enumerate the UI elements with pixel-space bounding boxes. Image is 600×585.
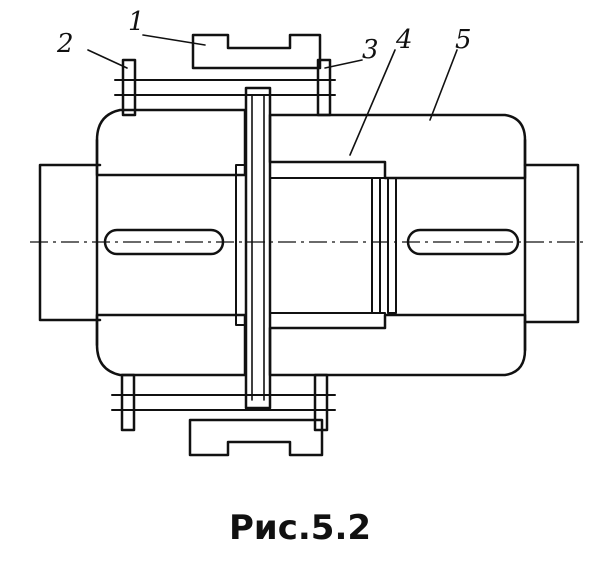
bushing bbox=[269, 161, 386, 329]
label-2: 2 bbox=[56, 29, 74, 59]
left-flange bbox=[120, 58, 137, 432]
center-disc bbox=[244, 86, 272, 410]
label-1: 1 bbox=[128, 7, 145, 37]
right-shaft bbox=[523, 163, 580, 324]
label-3: 3 bbox=[362, 35, 379, 65]
leader-lines bbox=[87, 34, 458, 156]
lower-bolt bbox=[111, 394, 336, 411]
right-half-coupling bbox=[268, 113, 527, 377]
upper-bolt bbox=[114, 79, 336, 96]
label-4: 4 bbox=[395, 25, 413, 55]
outer-ring bbox=[188, 33, 324, 457]
right-flange bbox=[313, 58, 332, 432]
coupling-drawing: 1 2 3 4 5 bbox=[30, 7, 585, 457]
label-5: 5 bbox=[455, 25, 472, 55]
figure-caption: Рис.5.2 bbox=[228, 508, 372, 548]
